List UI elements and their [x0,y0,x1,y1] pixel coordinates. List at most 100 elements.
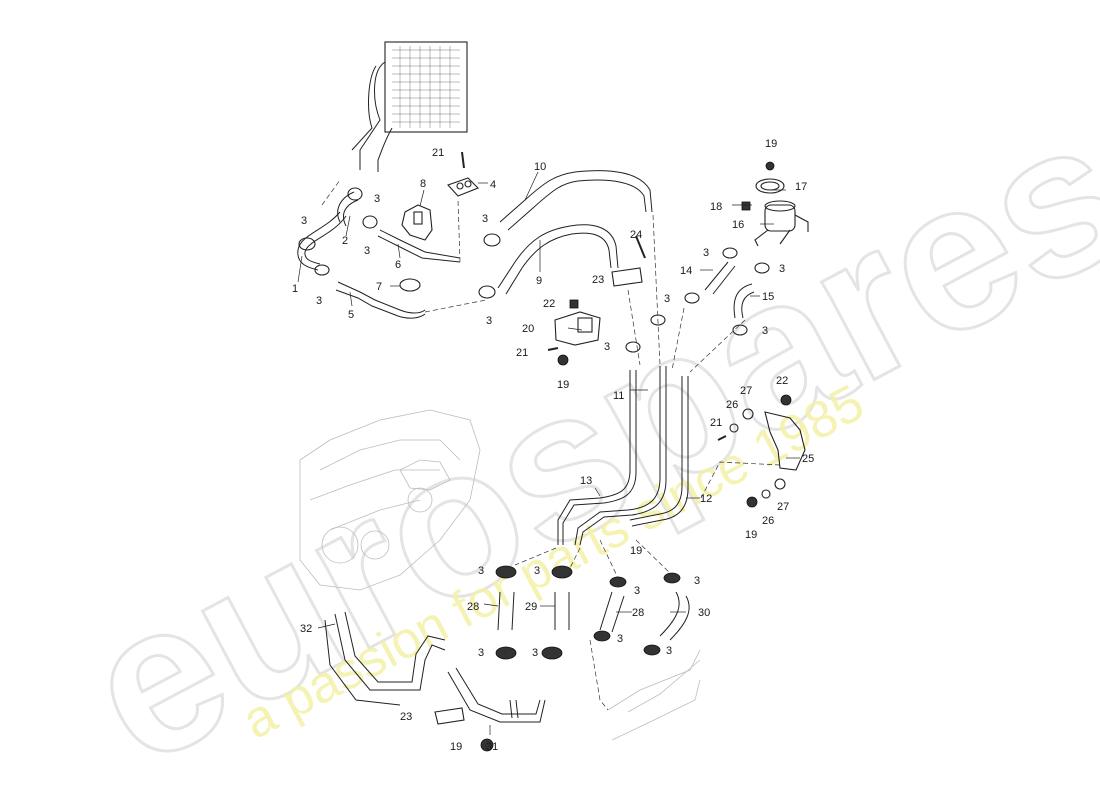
callout-15: 15 [762,291,774,303]
callout-14: 14 [680,265,692,277]
heater-core [351,41,468,172]
callout-9: 9 [536,275,542,287]
callout-3: 3 [617,633,623,645]
bracket-17 [755,178,785,194]
hose-29 [554,592,570,630]
hose-5 [335,281,426,319]
callout-29: 29 [525,601,537,613]
callout-3: 3 [301,215,307,227]
dashed-leaders [321,179,781,711]
callout-3: 3 [666,645,672,657]
bracket-8 [401,204,433,241]
callout-3: 3 [703,247,709,259]
callout-3: 3 [604,341,610,353]
callout-11: 11 [613,390,624,402]
callout-20: 20 [522,323,534,335]
callout-25: 25 [802,453,814,465]
callout-27: 27 [740,385,752,397]
callout-3: 3 [534,565,540,577]
bracket-25 [717,394,806,508]
callout-22: 22 [776,375,788,387]
callout-3: 3 [762,325,768,337]
seal-4 [447,177,479,197]
pipes-ghost-bottom-right [607,649,701,741]
leader-lines [297,171,800,735]
clip-23-lower [434,707,465,725]
callout-19: 19 [630,545,642,557]
callout-3: 3 [478,647,484,659]
pipe-32 [324,611,446,706]
callout-12: 12 [700,493,712,505]
engine-outline [299,409,481,591]
callout-23: 23 [400,711,412,723]
callout-28: 28 [632,607,644,619]
callout-19: 19 [557,379,569,391]
callout-3: 3 [374,193,380,205]
hose-9 [497,224,619,295]
callout-5: 5 [348,309,354,321]
callout-24: 24 [630,229,642,241]
callout-3: 3 [664,293,670,305]
callout-21: 21 [432,147,444,159]
hose-14 [704,261,736,295]
callout-17: 17 [795,181,807,193]
nut-19-top [765,161,775,171]
callout-10: 10 [534,161,546,173]
callout-21: 21 [516,347,528,359]
callout-3: 3 [694,575,700,587]
callout-31: 31 [486,741,498,753]
callout-19: 19 [450,741,462,753]
callout-26: 26 [762,515,774,527]
hose-28-right [599,591,625,633]
hose-10 [499,170,653,231]
callout-3: 3 [486,315,492,327]
callout-16: 16 [732,219,744,231]
hose-28-left [497,591,515,631]
callout-19: 19 [765,138,777,150]
callout-3: 3 [482,213,488,225]
callout-18: 18 [710,201,722,213]
callout-3: 3 [634,585,640,597]
small-parts-upper [461,151,646,366]
callout-23: 23 [592,274,604,286]
callout-3: 3 [532,647,538,659]
hose-6 [377,229,461,263]
callout-4: 4 [490,179,496,191]
callout-32: 32 [300,623,312,635]
callout-22: 22 [543,298,555,310]
hose-1 [297,211,347,271]
callout-3: 3 [779,263,785,275]
clip-23-upper [611,267,643,287]
callout-3: 3 [478,565,484,577]
bracket-20 [554,311,601,346]
nut-18 [741,201,751,211]
pipe-31 [447,667,546,723]
callout-21: 21 [710,417,722,429]
callout-28: 28 [467,601,479,613]
coolant-pipes-11-12-13 [557,366,689,546]
clamps-upper [298,187,501,299]
callout-labels: 1 2 3 3 3 3 3 4 5 6 7 8 3 9 10 21 24 23 … [292,138,814,753]
watermark: eurospares a passion for parts since 198… [49,69,1100,800]
grommet-7 [399,278,421,292]
callout-8: 8 [420,178,426,190]
callout-1: 1 [292,283,298,295]
hose-15 [733,283,755,319]
auxiliary-water-pump-16 [754,200,809,247]
clamps-right [625,247,770,353]
callout-30: 30 [698,607,710,619]
callout-2: 2 [342,235,348,247]
clamps-lower [495,565,681,660]
callout-3: 3 [364,245,370,257]
callout-6: 6 [395,259,401,271]
callout-13: 13 [580,475,592,487]
callout-7: 7 [376,281,382,293]
callout-3: 3 [316,295,322,307]
hose-30 [659,591,690,641]
callout-26: 26 [726,399,738,411]
hose-2 [337,191,359,227]
callout-19: 19 [745,529,757,541]
nut-19-bottom [480,738,494,752]
